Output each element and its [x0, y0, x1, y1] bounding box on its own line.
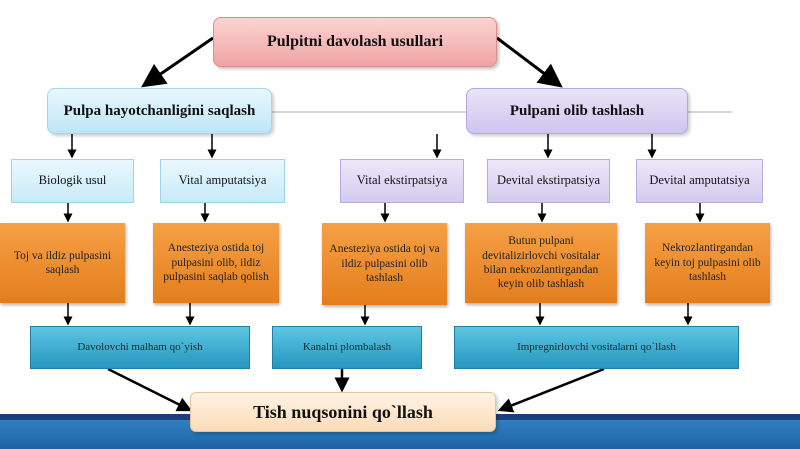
branch-remove-pulp-text: Pulpani olib tashlash	[509, 102, 645, 119]
method-label: Devital amputatsiya	[649, 173, 750, 188]
description-text: Toj va ildiz pulpasini saqlash	[13, 249, 112, 276]
method-biologik: Biologik usul	[11, 159, 134, 203]
description-vital-ekstirpatsiya: Anesteziya ostida toj va ildiz pulpasini…	[322, 223, 447, 305]
description-text: Butun pulpani devitalizirlovchi vositala…	[482, 235, 600, 291]
description-devital-amputatsiya: Nekrozlantirgandan keyin toj pulpasini o…	[645, 223, 770, 303]
description-text: Anesteziya ostida toj pulpasini olib, il…	[163, 242, 269, 284]
footer-box: Tish nuqsonini qo`llash	[190, 392, 496, 432]
method-label: Biologik usul	[38, 173, 107, 188]
arrow-title-left	[141, 36, 214, 88]
title-box: Pulpitni davolash usullari	[213, 17, 497, 67]
arrow-p1-footer	[107, 367, 193, 412]
arrow-p3-footer	[497, 367, 605, 413]
method-vital-amputatsiya: Vital amputatsiya	[160, 159, 285, 203]
method-label: Vital ekstirpatsiya	[356, 173, 448, 188]
arrow-title-right	[496, 36, 563, 88]
procedure-impregnatsiya: Impregnirlovchi vositalarni qo`llash	[454, 326, 739, 369]
description-vital-amputatsiya: Anesteziya ostida toj pulpasini olib, il…	[153, 223, 279, 303]
branch-keep-pulp-text: Pulpa hayotchanligini saqlash	[63, 102, 256, 119]
method-label: Devital ekstirpatsiya	[496, 173, 601, 188]
description-text: Anesteziya ostida toj va ildiz pulpasini…	[329, 243, 440, 285]
procedure-text: Davolovchi malham qo`yish	[77, 340, 203, 353]
procedure-text: Impregnirlovchi vositalarni qo`llash	[517, 340, 676, 353]
method-vital-ekstirpatsiya: Vital ekstirpatsiya	[340, 159, 464, 203]
procedure-malham: Davolovchi malham qo`yish	[30, 326, 250, 369]
branch-remove-pulp: Pulpani olib tashlash	[466, 88, 688, 134]
branch-keep-pulp: Pulpa hayotchanligini saqlash	[47, 88, 272, 134]
description-text: Nekrozlantirgandan keyin toj pulpasini o…	[654, 242, 761, 284]
procedure-kanal-plomba: Kanalni plombalash	[272, 326, 422, 369]
method-label: Vital amputatsiya	[178, 173, 267, 188]
footer-text: Tish nuqsonini qo`llash	[253, 401, 433, 422]
title-text: Pulpitni davolash usullari	[266, 33, 444, 50]
method-devital-amputatsiya: Devital amputatsiya	[636, 159, 763, 203]
procedure-text: Kanalni plombalash	[302, 340, 392, 353]
description-devital-ekstirpatsiya: Butun pulpani devitalizirlovchi vositala…	[465, 223, 617, 303]
method-devital-ekstirpatsiya: Devital ekstirpatsiya	[487, 159, 610, 203]
description-biologik: Toj va ildiz pulpasini saqlash	[0, 223, 125, 303]
